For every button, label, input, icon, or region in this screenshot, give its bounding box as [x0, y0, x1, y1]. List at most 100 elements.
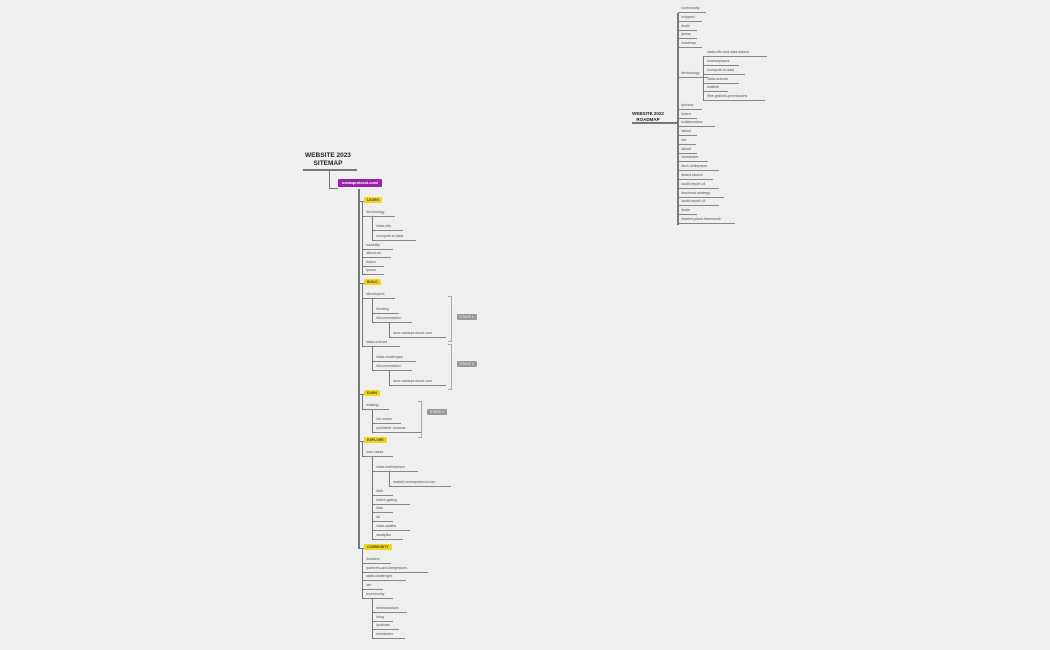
page-node-usability[interactable]: /usability [366, 243, 380, 247]
connector [362, 572, 366, 573]
page-node-podcast[interactable]: /podcast [376, 623, 390, 627]
connector [358, 548, 364, 549]
page-node-data-wallets[interactable]: /data-wallets [376, 524, 397, 528]
page-node-ambassadors[interactable]: /ambassadors [376, 606, 399, 610]
page-node-blog[interactable]: /blog [376, 615, 384, 619]
page-node-market-oceanprotocol-com[interactable]: market.oceanprotocol.com [393, 480, 436, 484]
connector [329, 188, 338, 189]
node-underline [375, 230, 403, 231]
page-node-ai[interactable]: /ai [376, 515, 380, 519]
connector [372, 599, 373, 639]
roadmap-node-newsletter[interactable]: /newsletter [681, 155, 699, 159]
roadmap-node-roadmap[interactable]: /roadmap [681, 41, 697, 45]
roadmap-node-data-science[interactable]: /data-science [707, 77, 729, 81]
roadmap-node-audit-report-v3[interactable]: /audit-report-v3 [681, 199, 706, 203]
roadmap-node-art[interactable]: /art [681, 138, 687, 142]
node-underline [365, 456, 393, 457]
page-node-publisher-rewards[interactable]: /publisher-rewards [376, 426, 406, 430]
connector [389, 486, 393, 487]
stage-label-1: STAGE 1 [457, 314, 477, 320]
roadmap-node-tech-whitepaper[interactable]: /tech-whitepaper [681, 164, 708, 168]
roadmap-node-about[interactable]: /about [681, 129, 691, 133]
roadmap-node-business-strategy[interactable]: /business-strategy [681, 191, 711, 195]
section-build[interactable]: BUILD [364, 279, 381, 285]
page-node-builders[interactable]: /builders [366, 557, 380, 561]
section-community[interactable]: COMMUNITY [364, 544, 392, 550]
page-node-data-nfts[interactable]: /data-nfts [376, 224, 391, 228]
roadmap-node-token[interactable]: /token [681, 112, 691, 116]
page-node-art[interactable]: /art [366, 583, 372, 587]
roadmap-node-fine-grained-permissions[interactable]: /fine-grained-permissions [707, 94, 748, 98]
node-underline [704, 83, 739, 84]
roadmap-node-collaborators[interactable]: /collaborators [681, 120, 703, 124]
page-node-data-challenges[interactable]: /data-challenges [376, 355, 403, 359]
page-node-documentation[interactable]: /documentation [376, 316, 401, 320]
roadmap-node-brain[interactable]: /brain [681, 208, 690, 212]
page-node-newsletter[interactable]: /newsletter [376, 632, 394, 636]
page-node-docs-oceanprotocol-com[interactable]: docs.oceanprotocol.com [393, 331, 432, 335]
roadmap-node-wallets[interactable]: /wallets [707, 85, 719, 89]
node-underline [392, 337, 447, 338]
roadmap-node-market-place-framework[interactable]: /market-place-framework [681, 217, 721, 221]
page-node-press[interactable]: /press [366, 268, 376, 272]
node-underline [678, 144, 696, 145]
page-node-ve-ocean[interactable]: /ve-ocean [376, 417, 392, 421]
page-node-technology[interactable]: /technology [366, 210, 385, 214]
page-node-staking[interactable]: /staking [366, 403, 379, 407]
node-underline [375, 621, 393, 622]
page-node-community[interactable]: /community [366, 592, 385, 596]
section-earn[interactable]: EARN [364, 390, 380, 396]
stage-label-2: STAGE 2 [457, 361, 477, 367]
page-node-docs-oceanprotocol-com[interactable]: docs.oceanprotocol.com [393, 379, 432, 383]
connector [372, 313, 376, 314]
roadmap-node-shipped[interactable]: /shipped [681, 15, 695, 19]
page-node-use-cases[interactable]: /use-cases [366, 450, 384, 454]
roadmap-node-brand-launch[interactable]: /brand-launch [681, 173, 703, 177]
page-node-token-gating[interactable]: /token-gating [376, 498, 397, 502]
section-explore[interactable]: EXPLORE [364, 437, 387, 443]
roadmap-node-build[interactable]: /build [681, 24, 690, 28]
page-node-data-challenges[interactable]: /data-challenges [366, 574, 393, 578]
page-node-data-science[interactable]: /data-science [366, 340, 388, 344]
connector [362, 274, 366, 275]
page-node-compute-to-data[interactable]: /compute-to-data [376, 234, 404, 238]
page-node-funding[interactable]: /funding [376, 307, 389, 311]
connector [372, 240, 376, 241]
roadmap-node-marketplaces[interactable]: /marketplaces [707, 59, 730, 63]
node-underline [365, 572, 429, 573]
roadmap-node-technology[interactable]: /technology [681, 71, 700, 75]
roadmap-node-audit-report-v4[interactable]: /audit-report-v4 [681, 182, 706, 186]
page-node-about-us[interactable]: /about-us [366, 251, 381, 255]
connector [362, 549, 363, 599]
page-node-token[interactable]: /token [366, 260, 376, 264]
node-underline [704, 74, 746, 75]
node-underline [365, 580, 407, 581]
connector [358, 441, 364, 442]
roadmap-node-data-nfts-and-data-tokens[interactable]: /data-nfts-and-data-tokens [707, 50, 750, 54]
node-underline [704, 65, 739, 66]
connector [372, 629, 376, 630]
roadmap-node-privacy[interactable]: /privacy [681, 103, 694, 107]
connector [358, 283, 364, 284]
page-node-documentation[interactable]: /documentation [376, 364, 401, 368]
node-underline [375, 504, 410, 505]
sitemap-title-line1: WEBSITE 2023 [305, 152, 351, 159]
connector [372, 638, 376, 639]
page-node-partners-and-integrations[interactable]: /partners-and-integrations [366, 566, 408, 570]
section-learn[interactable]: LEARN [364, 197, 383, 203]
page-node-data-marketplace[interactable]: /data-marketplace [376, 465, 405, 469]
root-url-node[interactable]: oceanprotocol.com/ [338, 179, 383, 187]
page-node-defi[interactable]: /defi [376, 489, 383, 493]
roadmap-node-community[interactable]: /community [681, 6, 700, 10]
node-underline [365, 257, 391, 258]
node-underline [375, 322, 412, 323]
node-underline [678, 77, 709, 78]
node-underline [375, 423, 401, 424]
roadmap-node-compute-to-data[interactable]: /compute-to-data [707, 68, 735, 72]
page-node-dao[interactable]: /dao [376, 506, 383, 510]
page-node-developers[interactable]: /developers [366, 292, 385, 296]
roadmap-node-about[interactable]: /about [681, 147, 691, 151]
node-underline [365, 274, 385, 275]
page-node-analytics[interactable]: /analytics [376, 533, 391, 537]
roadmap-node-press[interactable]: /press [681, 32, 691, 36]
